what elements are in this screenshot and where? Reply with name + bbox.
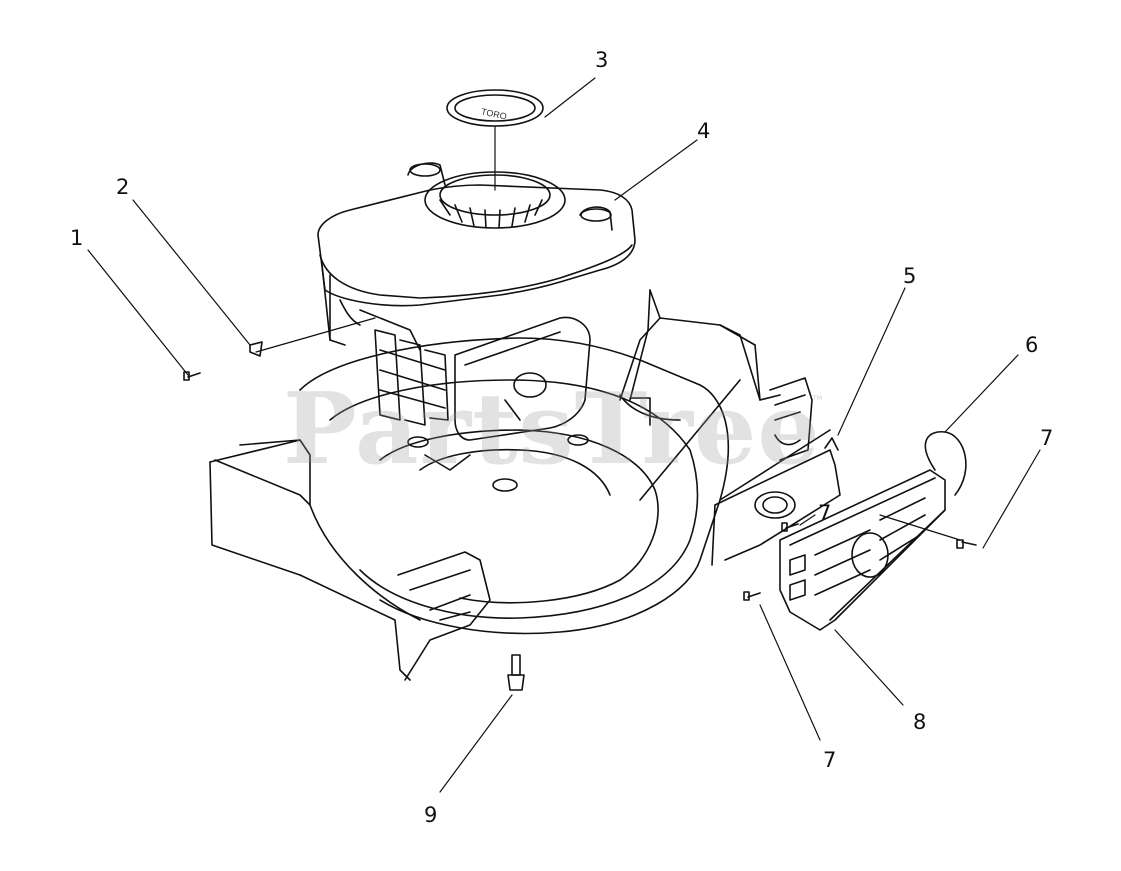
callout-7-right: 7	[1040, 426, 1054, 450]
leader-lines	[87, 77, 1041, 793]
callout-8: 8	[913, 710, 927, 734]
callout-7-middle: 7	[818, 501, 832, 525]
callout-7-bottom: 7	[823, 748, 837, 772]
engine	[317, 162, 636, 441]
watermark-trademark: ™	[812, 394, 823, 406]
callout-6: 6	[1025, 333, 1039, 357]
screw-part-1	[183, 371, 201, 381]
callout-4: 4	[697, 119, 711, 143]
callout-2: 2	[116, 175, 130, 199]
clip-part-2	[249, 341, 263, 357]
rear-guard	[779, 469, 946, 631]
callout-3: 3	[595, 48, 609, 72]
callout-9: 9	[424, 803, 438, 827]
rear-baffle	[711, 437, 841, 566]
bolt-part-9	[507, 654, 525, 691]
screw-part-7-right	[956, 539, 977, 549]
callout-5: 5	[903, 264, 917, 288]
screw-part-7-upper	[781, 522, 799, 532]
watermark-text: PartsTree	[283, 372, 821, 487]
screw-part-7-lower	[743, 591, 761, 601]
mower-deck	[209, 289, 831, 681]
decal-part-3	[446, 89, 544, 127]
callout-1: 1	[70, 226, 84, 250]
